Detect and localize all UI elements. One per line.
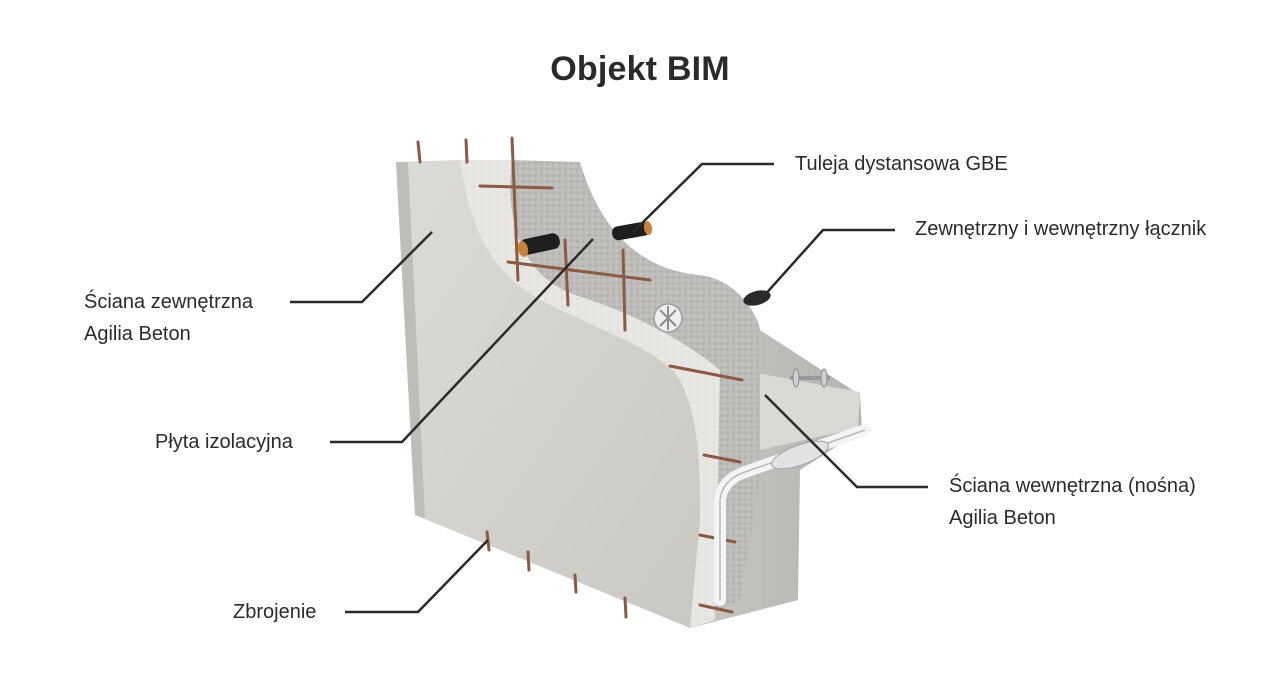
label-outer-wall-line2: Agilia Beton [84,323,191,345]
leader-outer-wall [290,231,433,304]
label-connector: Zewnętrzny i wewnętrzny łącznik [915,218,1207,240]
label-outer-wall: Ściana zewnętrzna Agilia Beton [84,286,253,350]
label-inner-wall-line1: Ściana wewnętrzna (nośna) [949,475,1196,497]
spacer-sleeves [517,221,653,257]
label-insulation: Płyta izolacyjna [155,431,293,453]
page-title: Objekt BIM [550,50,730,88]
label-rebar: Zbrojenie [233,601,317,623]
insulation-layer [459,160,720,628]
inner-wall-ledge [740,370,860,450]
pipe [714,424,871,606]
label-inner-wall: Ściana wewnętrzna (nośna) Agilia Beton [949,470,1196,534]
leader-connector [761,228,895,299]
label-spacer: Tuleja dystansowa GBE [795,153,1008,175]
leader-rebar [345,539,489,614]
leader-spacer [632,162,774,233]
leader-inner-wall [764,394,928,489]
leader-insulation [330,238,594,444]
label-inner-wall-line2: Agilia Beton [949,507,1056,529]
rebar-bars [416,136,744,619]
outer-wall-block [396,160,700,628]
leader-lines [290,162,928,614]
label-outer-wall-line1: Ściana zewnętrzna [84,291,253,313]
